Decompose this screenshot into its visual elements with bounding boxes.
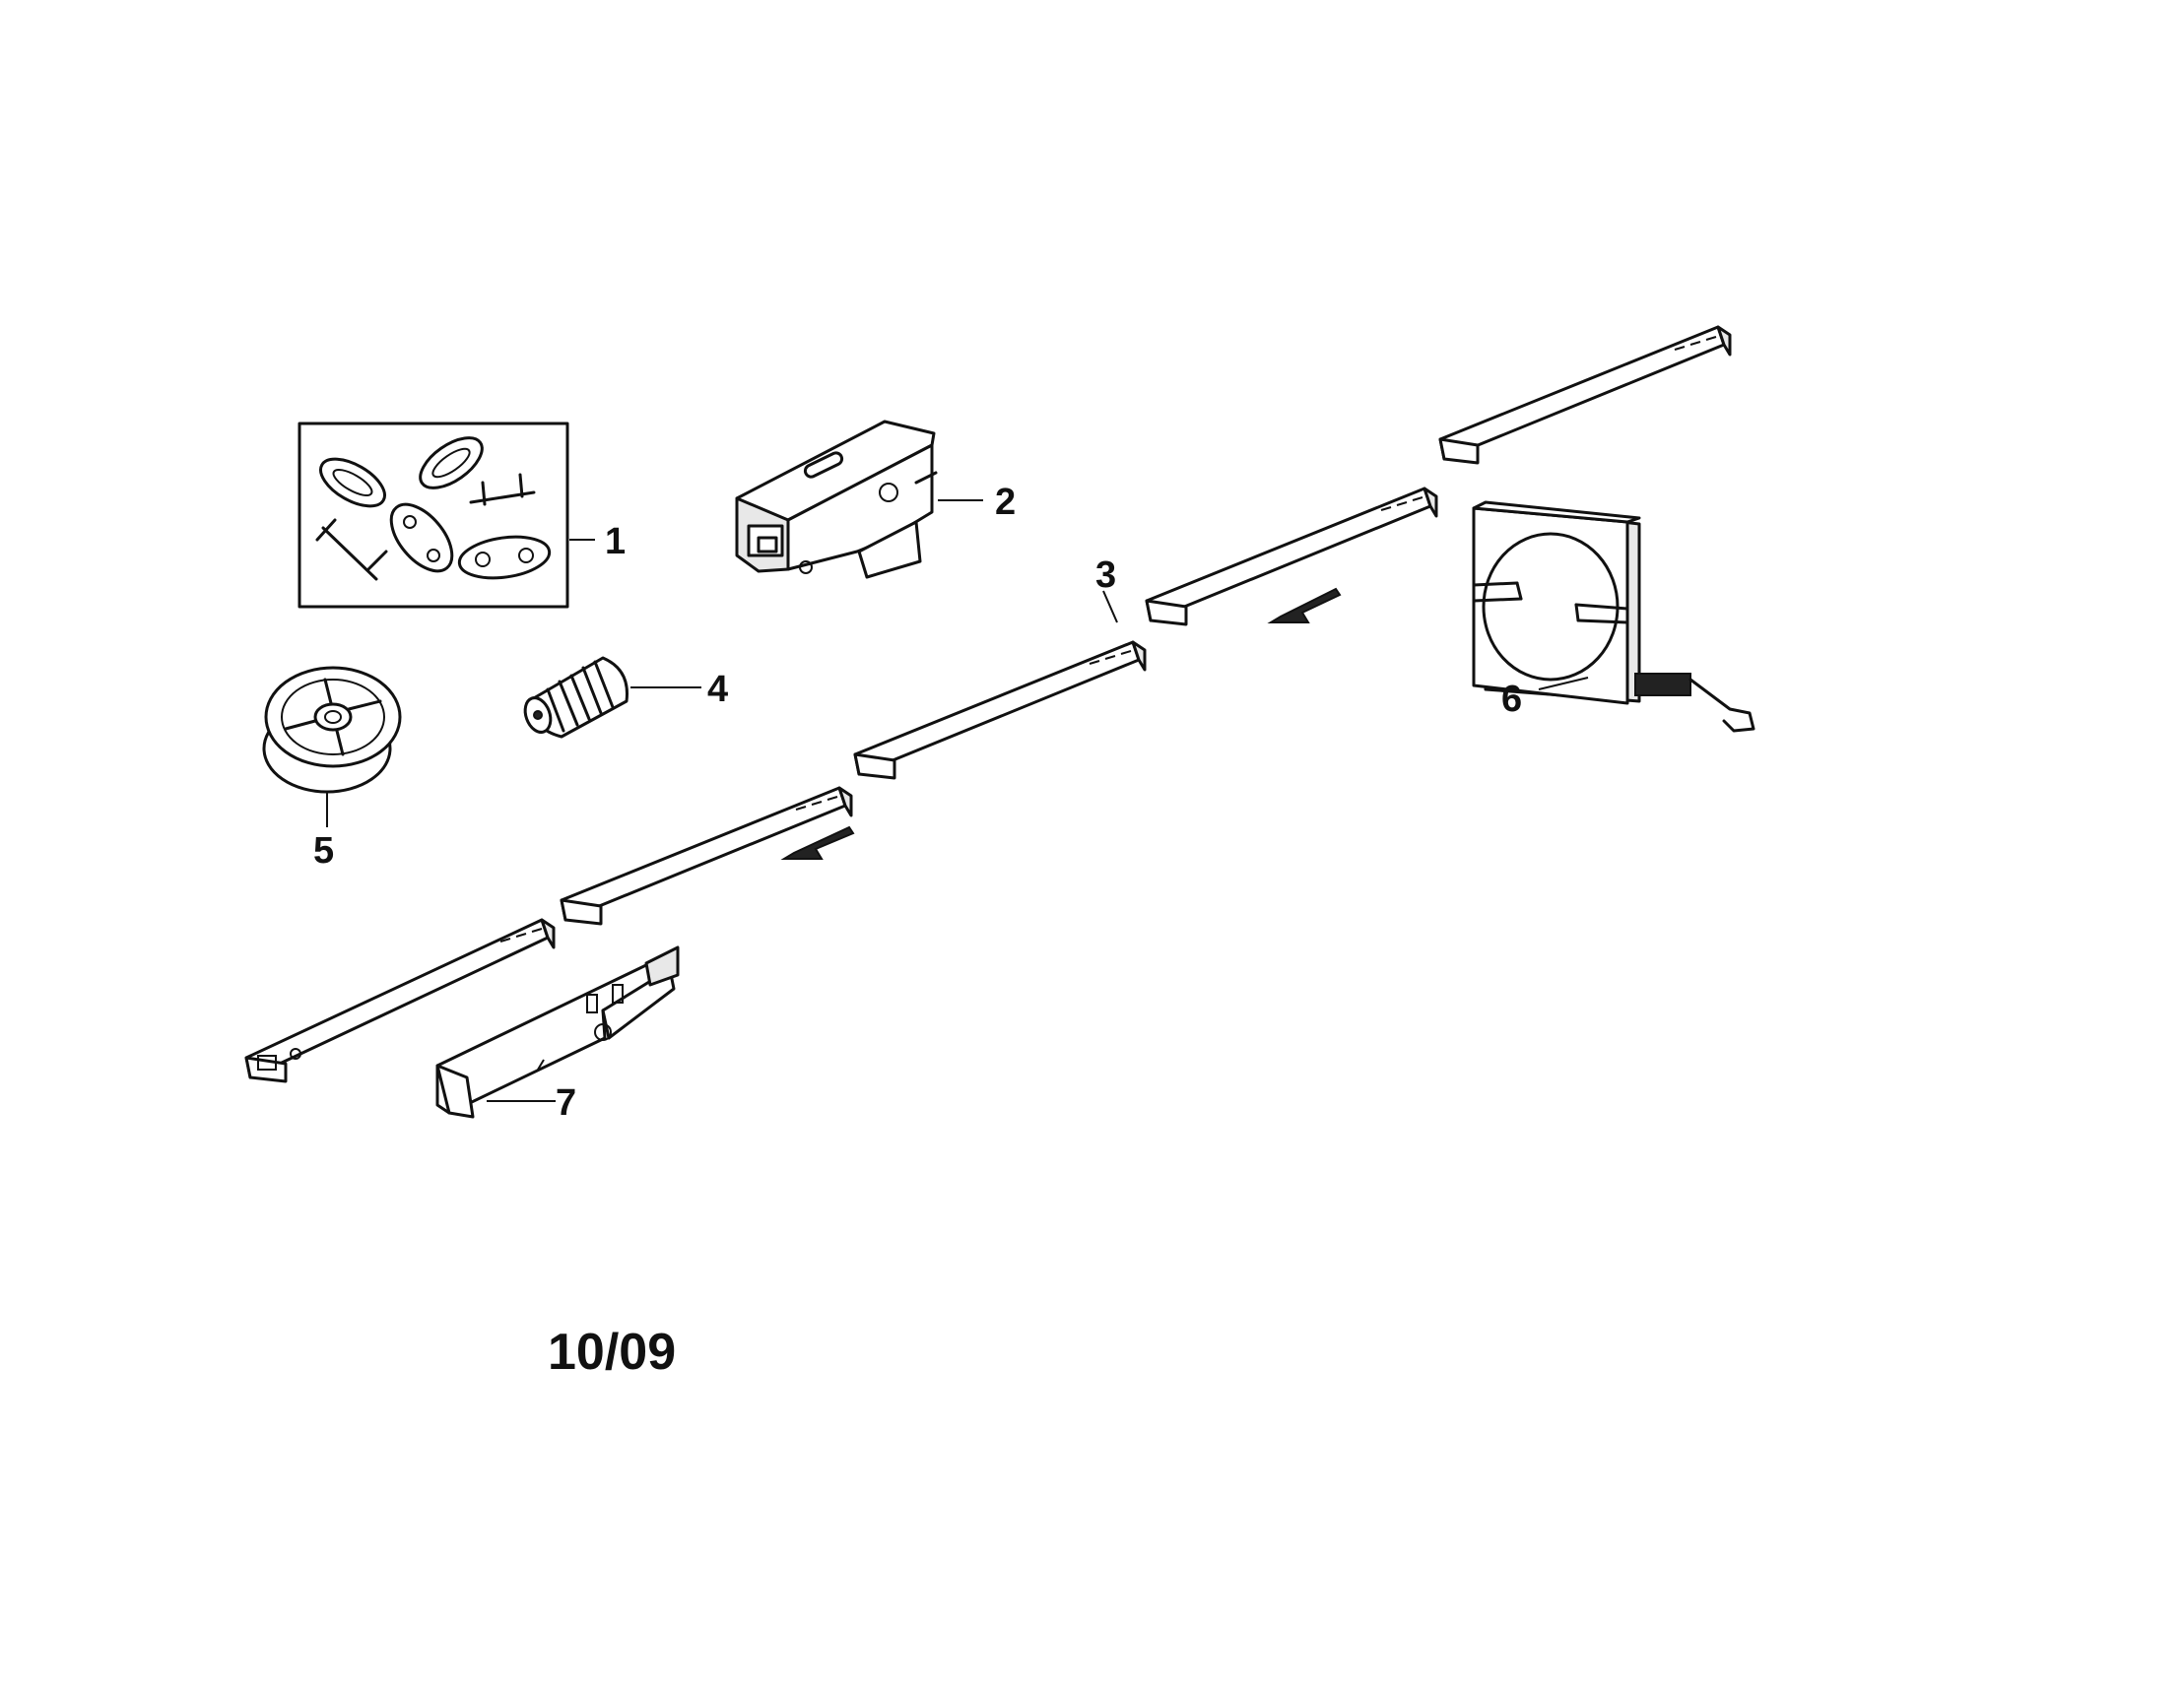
pulley-icon bbox=[262, 666, 402, 827]
direction-arrow-icon bbox=[780, 587, 1342, 860]
callout-3: 3 bbox=[1095, 554, 1116, 596]
rail-section-icon bbox=[244, 325, 1732, 1083]
callout-2: 2 bbox=[995, 482, 1016, 523]
worm-gear-icon bbox=[523, 656, 701, 739]
callout-4: 4 bbox=[707, 669, 728, 710]
trolley-icon bbox=[735, 420, 983, 579]
callout-1: 1 bbox=[605, 521, 626, 562]
callout-6: 6 bbox=[1501, 679, 1522, 720]
callout-5: 5 bbox=[313, 830, 334, 872]
date-code: 10/09 bbox=[548, 1324, 676, 1381]
belt-chain-assembly-icon bbox=[1472, 500, 1755, 733]
callout-7: 7 bbox=[556, 1082, 576, 1124]
bracket-icon bbox=[435, 945, 680, 1119]
chain-link-kit-icon bbox=[298, 422, 595, 609]
